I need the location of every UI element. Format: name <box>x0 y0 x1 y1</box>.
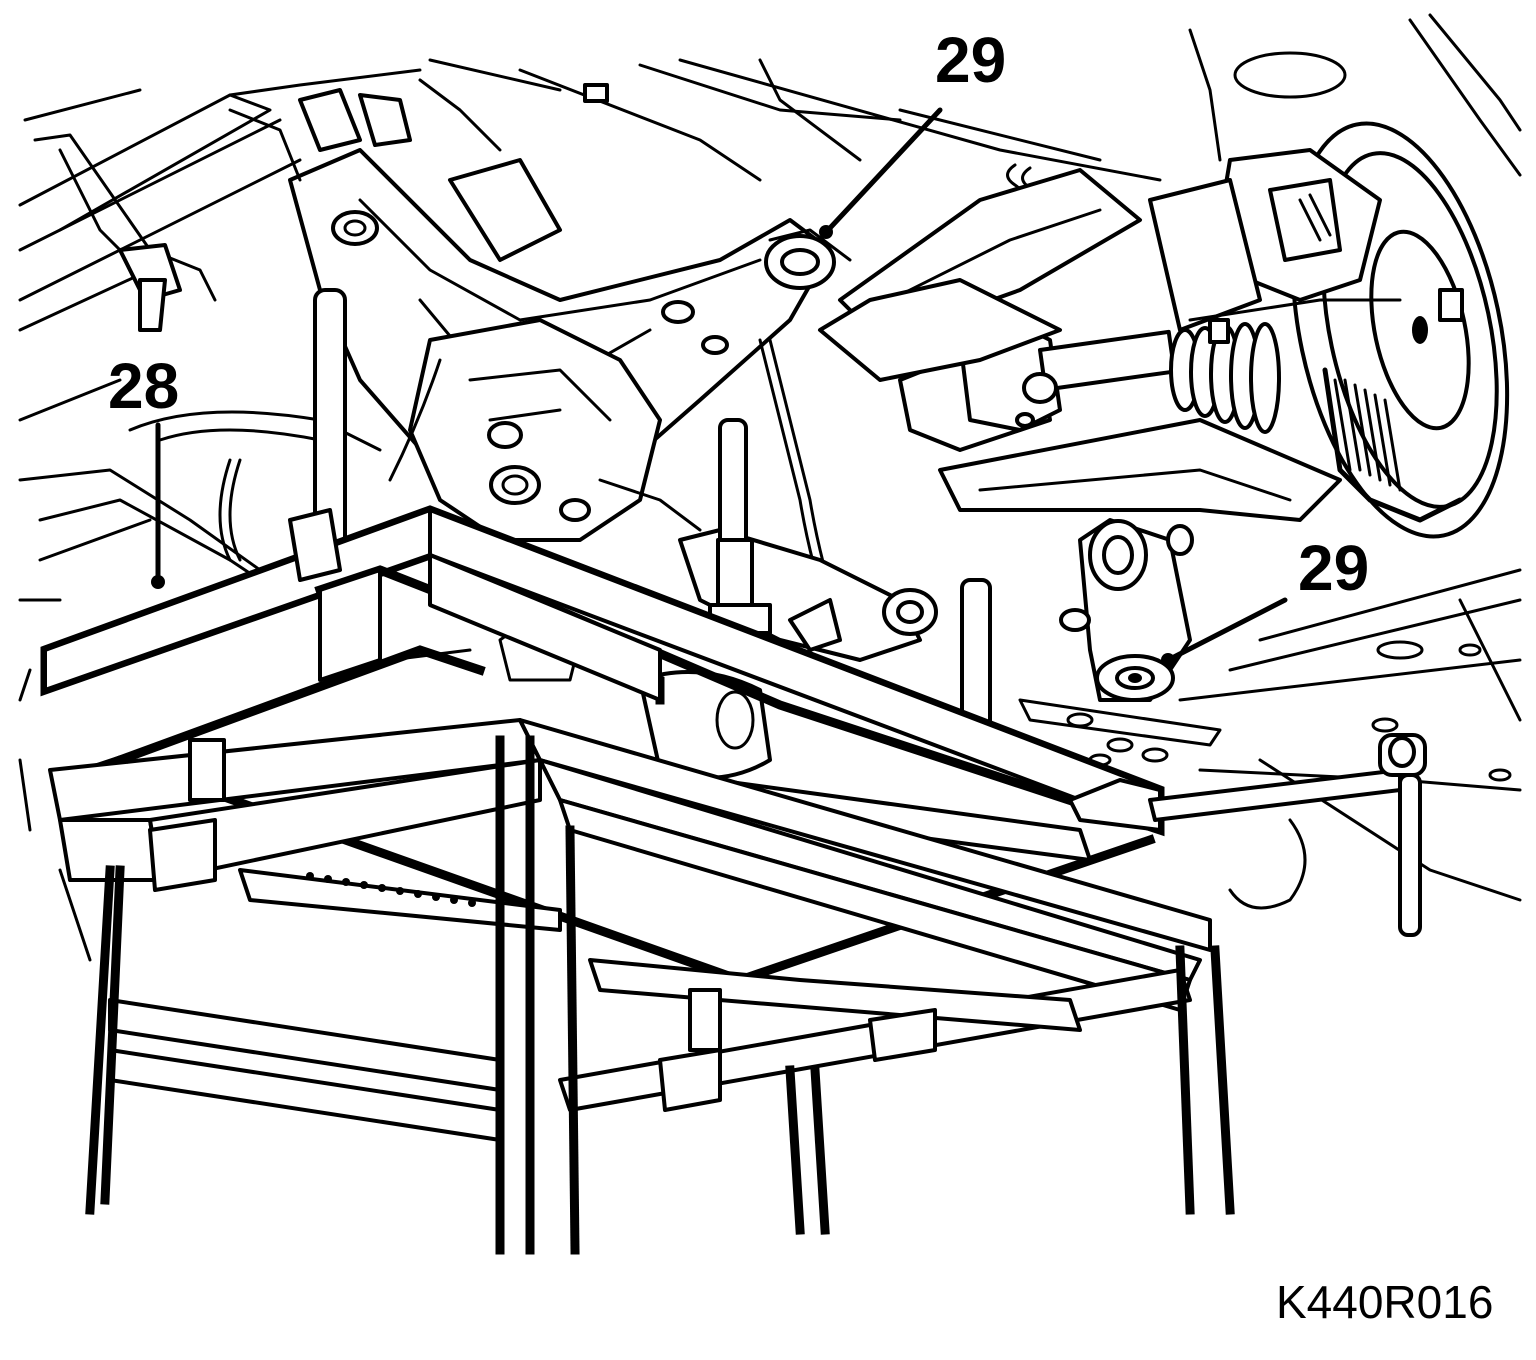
callout-29-lower: 29 <box>1298 532 1369 604</box>
callout-28: 28 <box>108 350 179 422</box>
cv-boot <box>1169 322 1281 434</box>
callout-leaders <box>151 107 1288 667</box>
callout-29-upper: 29 <box>935 24 1006 96</box>
perforated-plate <box>306 872 476 907</box>
support-fixture <box>40 288 1427 1255</box>
rear-subframe <box>118 78 1510 780</box>
figure-reference-code: K440R016 <box>1276 1276 1493 1328</box>
